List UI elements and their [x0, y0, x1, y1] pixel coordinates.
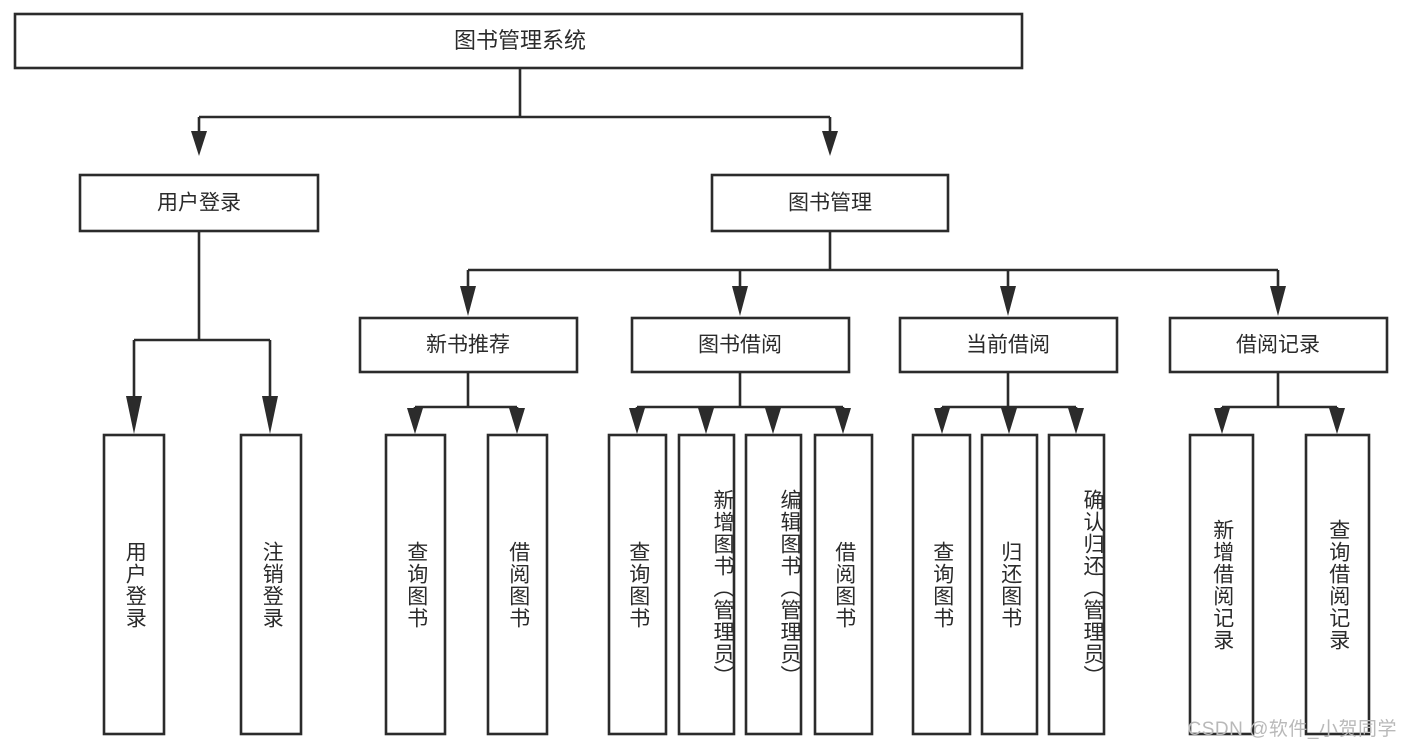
connector-group-borrow-record	[1214, 372, 1345, 434]
arrow-head-new-book-rec	[460, 286, 476, 316]
arrow-head-leaf-query-record	[1329, 408, 1345, 434]
node-leaf-query-book-1-box[interactable]	[384, 433, 447, 736]
node-book-borrow-box[interactable]	[630, 316, 851, 374]
arrow-head-user-login	[191, 131, 207, 156]
arrow-head-leaf-query-book-3	[934, 408, 950, 434]
node-leaf-query-record-box[interactable]	[1304, 433, 1371, 736]
node-user-login-label: 用户登录	[157, 192, 241, 215]
node-leaf-borrow-book-1-box[interactable]	[486, 433, 549, 736]
node-book-borrow-label: 图书借阅	[698, 334, 782, 357]
arrow-head-leaf-add-record	[1214, 408, 1230, 434]
arrow-head-leaf-query-book-1	[407, 408, 423, 434]
arrow-head-leaf-confirm-return	[1068, 408, 1084, 434]
node-new-book-rec-box[interactable]	[358, 316, 579, 374]
node-borrow-record-label: 借阅记录	[1236, 334, 1320, 357]
node-leaf-user-logout-box[interactable]	[239, 433, 303, 736]
node-leaf-user-login-box[interactable]	[102, 433, 166, 736]
node-leaf-edit-book-box[interactable]	[744, 433, 803, 736]
arrow-head-book-manage	[822, 131, 838, 156]
node-leaf-query-book-3-box[interactable]	[911, 433, 972, 736]
arrow-head-leaf-query-book-2	[629, 408, 645, 434]
arrow-head-borrow-record	[1270, 286, 1286, 316]
node-user-login-box[interactable]	[78, 173, 320, 233]
arrow-head-leaf-borrow-book-1	[509, 408, 525, 434]
node-leaf-confirm-return-box[interactable]	[1047, 433, 1106, 736]
node-root-box[interactable]	[13, 12, 1024, 70]
node-borrow-record-box[interactable]	[1168, 316, 1389, 374]
node-leaf-query-book-2-box[interactable]	[607, 433, 668, 736]
arrow-head-leaf-borrow-book-2	[835, 408, 851, 434]
node-leaf-borrow-book-2-box[interactable]	[813, 433, 874, 736]
arrow-head-current-borrow	[1000, 286, 1016, 316]
node-root-label: 图书管理系统	[454, 28, 586, 53]
arrow-head-leaf-user-logout	[262, 396, 278, 434]
node-book-manage-box[interactable]	[710, 173, 950, 233]
arrow-head-leaf-add-book	[698, 408, 714, 434]
arrow-head-leaf-user-login	[126, 396, 142, 434]
connector-group-root	[191, 68, 838, 156]
csdn-watermark: CSDN @软件_小贺同学	[1187, 719, 1397, 740]
node-book-manage-label: 图书管理	[788, 192, 872, 215]
connector-group-current-borrow	[934, 372, 1084, 434]
node-new-book-rec-label: 新书推荐	[426, 334, 510, 357]
node-current-borrow-label: 当前借阅	[966, 334, 1050, 357]
connector-group-user-login	[126, 231, 278, 434]
node-current-borrow-box[interactable]	[898, 316, 1119, 374]
arrow-head-book-borrow	[732, 286, 748, 316]
arrow-head-leaf-return-book	[1001, 408, 1017, 434]
connector-group-book-manage	[460, 231, 1286, 316]
connector-group-new-book-rec	[407, 372, 525, 434]
node-leaf-add-record-box[interactable]	[1188, 433, 1255, 736]
arrow-head-leaf-edit-book	[765, 408, 781, 434]
node-leaf-add-book-box[interactable]	[677, 433, 736, 736]
node-leaf-return-book-box[interactable]	[980, 433, 1039, 736]
connector-group-book-borrow	[629, 372, 851, 434]
